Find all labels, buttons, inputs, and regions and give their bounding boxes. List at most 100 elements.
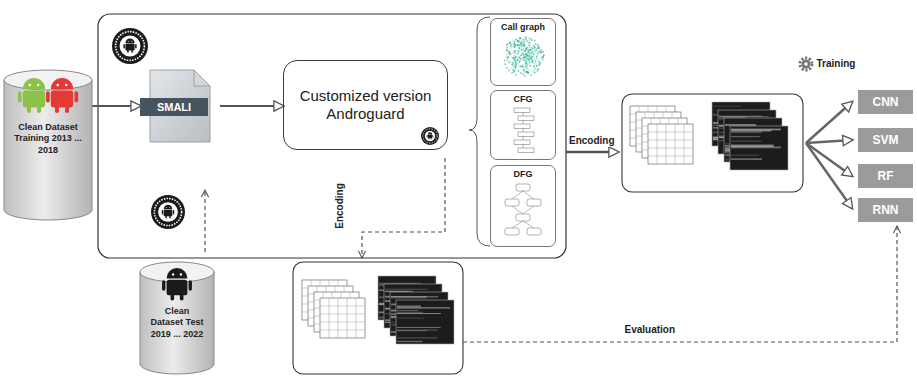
gear-icon [800,58,812,70]
art-circle [523,54,525,56]
art-circle [509,42,511,44]
encoding-arrow [566,151,618,154]
art-circle [512,57,514,59]
art-path [806,102,852,143]
art-circle [800,58,812,70]
art-circle [116,32,145,61]
art-rect [514,140,530,145]
art-circle [528,59,530,61]
smali-file: SMALI [140,70,220,142]
art-circle [538,60,540,62]
art-circle [517,52,519,54]
art-circle [532,48,534,50]
art-line [512,51,516,69]
art-circle [530,74,532,76]
art-circle [506,56,508,58]
art-circle [423,129,437,143]
art-circle [538,47,540,49]
art-line [338,298,339,338]
art-line [523,191,534,199]
art-circle [518,44,520,46]
art-circle [154,198,181,225]
art-circle [520,65,522,67]
classifier-box: CNN [858,90,913,114]
art-rect [397,341,423,342]
art-rect [725,124,756,126]
art-line [521,57,544,66]
art-line [515,54,527,66]
art-circle [525,37,527,39]
art-circle [524,75,526,77]
art-circle [506,49,508,51]
art-circle [539,51,541,53]
art-rect [518,148,534,153]
dataset-cylinder: Clean Dataset Test 2019 ... 2022 [140,262,214,374]
android-icon [123,38,136,52]
art-circle [518,60,520,62]
art-rect [391,296,427,297]
art-line [523,113,524,117]
art-line [523,206,534,214]
androguard-logo [151,195,185,229]
art-line [675,124,676,164]
graph-box: Call graph [490,18,556,86]
art-rect [516,214,530,221]
art-rect [527,199,541,206]
art-rect [428,135,433,138]
art-rect [516,184,530,191]
art-line [648,148,693,149]
art-circle [542,59,544,61]
art-rect [396,300,454,344]
art-circle [533,45,535,47]
art-circle [525,53,527,55]
art-circle [530,65,532,67]
art-rect [164,210,173,217]
graph-box: DFG [490,165,556,247]
art-circle [506,47,508,49]
art-rect [430,138,432,139]
android-icon [46,78,78,113]
art-circle [514,46,516,48]
art-circle [527,64,529,66]
art-line [517,44,521,53]
art-circle [524,56,526,58]
art-circle [523,41,525,43]
art-rect [731,144,774,146]
android-icon [162,268,192,300]
art-rect [169,216,171,219]
art-circle [527,71,529,73]
art-rect [165,216,167,219]
art-circle [112,28,148,64]
art-rect [397,329,438,331]
art-line [356,298,357,338]
art-line [523,137,524,141]
art-circle [158,202,178,222]
art-circle [802,60,811,69]
art-circle [525,65,527,67]
art-rect [397,313,441,315]
art-circle [421,127,439,145]
art-circle [532,61,534,63]
art-circle [537,47,539,49]
encoding-label: Encoding [567,135,617,147]
dashed-up-arrow [204,190,205,252]
art-circle [528,44,530,46]
art-circle [533,66,535,68]
art-line [507,61,536,72]
art-circle [533,53,535,55]
art-circle [515,56,517,58]
art-circle [517,44,519,46]
art-circle [537,44,539,46]
art-circle [506,43,508,45]
art-circle [525,55,527,57]
art-circle [523,59,525,61]
training-label: Training [815,58,858,70]
art-circle [508,70,510,72]
art-circle [509,61,511,63]
art-circle [512,62,514,64]
art-circle [517,70,519,72]
art-circle [523,44,525,46]
art-circle [517,40,519,42]
art-circle [523,43,525,45]
